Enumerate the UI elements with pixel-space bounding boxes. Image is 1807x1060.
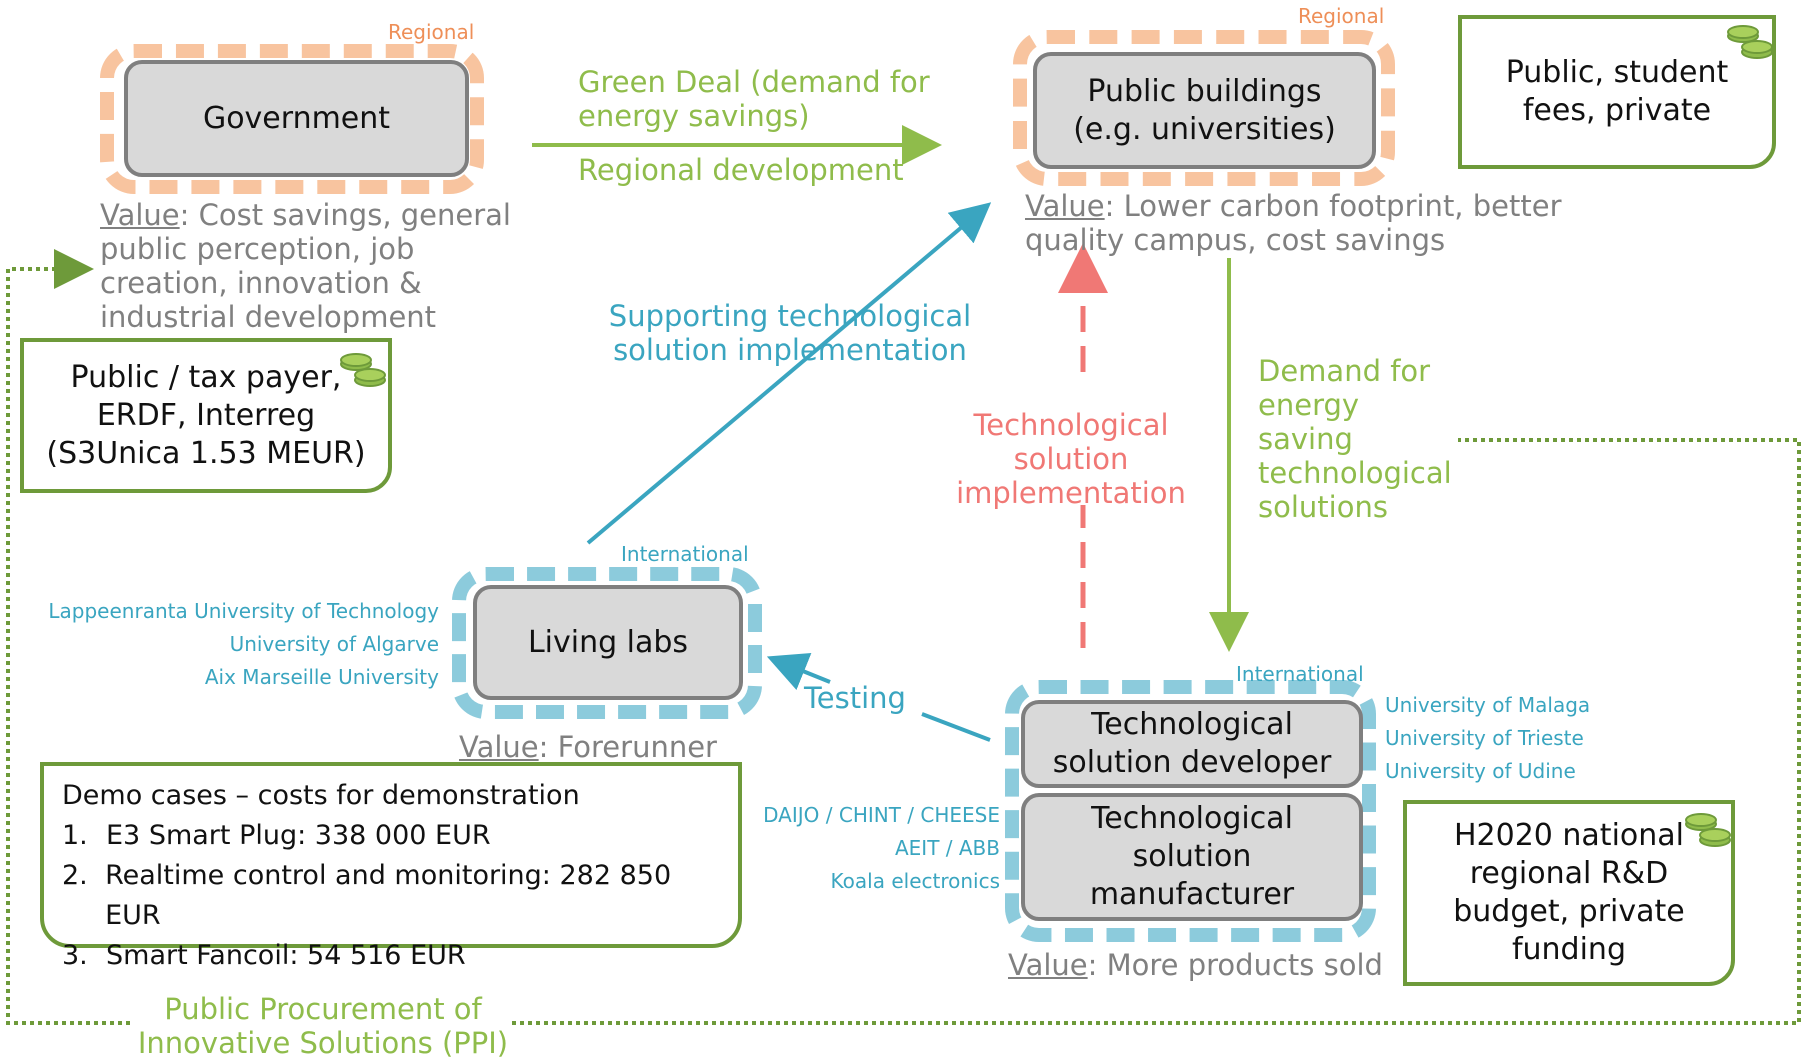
demo-cases-box: Demo cases – costs for demonstration 1. …	[40, 762, 742, 971]
public-buildings-value: Value: Lower carbon footprint, better qu…	[1025, 189, 1585, 257]
value-label: Value	[459, 730, 539, 764]
living-labs-scope-label: International	[621, 542, 749, 566]
public-buildings-scope-label: Regional	[1298, 4, 1385, 28]
tech-value: Value: More products sold	[1008, 948, 1383, 982]
coins-icon	[1727, 25, 1773, 59]
government-actor[interactable]: Government	[124, 60, 469, 177]
living-labs-partners: Lappeenranta University of Technology Un…	[20, 595, 439, 694]
green-deal-label: Green Deal (demand for energy savings)	[578, 65, 930, 133]
government-value-text: : Cost savings, general public perceptio…	[100, 198, 511, 334]
living-labs-value-text: : Forerunner	[538, 730, 717, 764]
tech-manufacturer-actor[interactable]: Technological solution manufacturer	[1021, 793, 1363, 921]
value-label: Value	[100, 198, 180, 232]
demo-case-item: 2. Realtime control and monitoring: 282 …	[62, 856, 722, 936]
partner-item: Koala electronics	[830, 869, 1000, 893]
partner-item: Aix Marseille University	[204, 665, 439, 689]
tech-implementation-label: Technological solution implementation	[956, 408, 1186, 510]
regional-development-label: Regional development	[578, 153, 904, 187]
ppi-loop-right	[512, 438, 1801, 1025]
tech-funding: H2020 national regional R&D budget, priv…	[1403, 800, 1735, 986]
supporting-label: Supporting technological solution implem…	[608, 299, 972, 367]
demo-case-number: 2.	[62, 860, 88, 891]
demo-case-text: Realtime control and monitoring: 282 850…	[105, 860, 672, 931]
government-funding: Public / tax payer, ERDF, Interreg (S3Un…	[20, 338, 392, 493]
demo-case-text: Smart Fancoil: 54 516 EUR	[106, 940, 466, 971]
coins-icon	[1685, 813, 1731, 847]
demo-case-number: 3.	[62, 940, 88, 971]
tech-partners-right: University of Malaga University of Tries…	[1385, 689, 1590, 788]
value-label: Value	[1008, 948, 1088, 982]
demo-case-text: E3 Smart Plug: 338 000 EUR	[106, 820, 491, 851]
testing-arrow	[921, 712, 991, 742]
demo-case-item: 3. Smart Fancoil: 54 516 EUR	[62, 936, 722, 976]
supporting-arrow	[586, 202, 992, 545]
living-labs-actor[interactable]: Living labs	[473, 585, 743, 700]
living-labs-value: Value: Forerunner	[459, 730, 717, 764]
demo-case-number: 1.	[62, 820, 88, 851]
government-regional-frame	[100, 44, 484, 194]
living-labs-international-frame	[452, 567, 762, 719]
tech-developer-actor[interactable]: Technological solution developer	[1021, 700, 1363, 788]
partner-item: University of Algarve	[229, 632, 439, 656]
tech-scope-label: International	[1236, 662, 1364, 686]
testing-label: Testing	[804, 681, 906, 715]
demo-case-item: 1. E3 Smart Plug: 338 000 EUR	[62, 816, 722, 856]
value-label: Value	[1025, 189, 1105, 223]
public-buildings-funding: Public, student fees, private	[1458, 15, 1776, 169]
partner-item: DAIJO / CHINT / CHEESE	[763, 803, 1000, 827]
partner-item: University of Udine	[1385, 759, 1576, 783]
ppi-label: Public Procurement of Innovative Solutio…	[137, 992, 509, 1060]
ppi-loop-left	[6, 249, 130, 1025]
tech-partners-left: DAIJO / CHINT / CHEESE AEIT / ABB Koala …	[730, 799, 1000, 898]
partner-item: University of Malaga	[1385, 693, 1591, 717]
public-buildings-regional-frame	[1013, 30, 1395, 186]
public-buildings-actor[interactable]: Public buildings (e.g. universities)	[1033, 52, 1376, 169]
tech-international-frame	[1005, 680, 1376, 942]
demo-cases-title: Demo cases – costs for demonstration	[62, 780, 580, 811]
partner-item: Lappeenranta University of Technology	[48, 599, 439, 623]
partner-item: AEIT / ABB	[894, 836, 1000, 860]
testing-arrow-head-segment	[766, 652, 831, 691]
demand-label: Demand for energy saving technological s…	[1258, 354, 1452, 524]
government-scope-label: Regional	[388, 20, 475, 44]
tech-value-text: : More products sold	[1087, 948, 1383, 982]
coins-icon	[340, 353, 386, 387]
government-value: Value: Cost savings, general public perc…	[100, 198, 550, 334]
partner-item: University of Trieste	[1385, 726, 1584, 750]
public-buildings-value-text: : Lower carbon footprint, better quality…	[1025, 189, 1562, 257]
